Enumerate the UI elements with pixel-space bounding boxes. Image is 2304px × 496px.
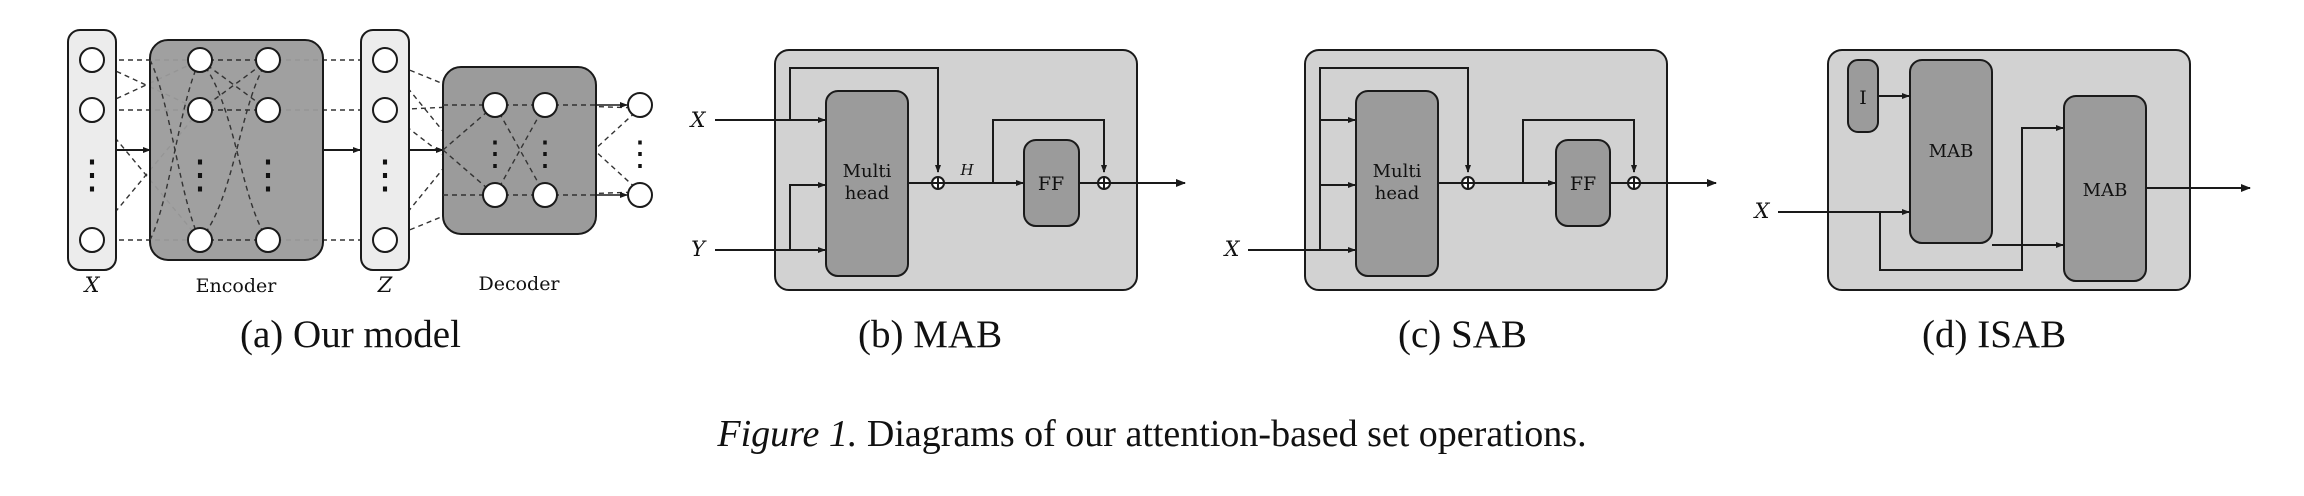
encoder-dots: ⋮ [180, 152, 220, 198]
diagram-canvas: ⋮ ⋮ ⋮ [67, 29, 2251, 297]
latent-node [372, 227, 398, 253]
encoder-block [149, 39, 324, 261]
inducing-label: I [1859, 87, 1867, 109]
input-node [79, 227, 105, 253]
ff-block [1555, 139, 1611, 227]
ff-label: FF [1038, 173, 1064, 195]
input-node [79, 97, 105, 123]
figure-caption: Figure 1. Diagrams of our attention-base… [0, 412, 2304, 456]
output-dots: ⋮ [623, 134, 657, 174]
input-x-label: X [689, 108, 707, 132]
decoder-label: Decoder [478, 273, 560, 295]
encoder-node [255, 47, 281, 73]
mab1-label: MAB [1929, 141, 1974, 162]
figure-caption-lead: Figure 1. [717, 413, 858, 455]
input-y-label: Y [691, 237, 707, 261]
encoder-node [255, 227, 281, 253]
decoder-block [442, 66, 597, 235]
ff-block [1023, 139, 1080, 227]
output-node [627, 182, 653, 208]
latent-dots: ⋮ [365, 152, 405, 198]
multihead-label: head [845, 183, 890, 204]
input-node [79, 47, 105, 73]
input-set-column [67, 29, 117, 271]
mab2-label: MAB [2083, 180, 2128, 201]
latent-node [372, 47, 398, 73]
mab-input-lines [715, 67, 941, 253]
input-x-label: X [1223, 237, 1241, 261]
decoder-dots: ⋮ [528, 134, 562, 174]
subcaption-d: (d) ISAB [1922, 313, 2067, 356]
multihead-label: Multi [843, 161, 892, 182]
isab-flow-lines [1778, 93, 2251, 271]
encoder-dots: ⋮ [248, 152, 288, 198]
decoder-node [532, 182, 558, 208]
sab-flow-lines [1438, 119, 1717, 190]
figure-caption-text: Diagrams of our attention-based set oper… [866, 413, 1587, 455]
input-x-label: X [1753, 199, 1771, 223]
latent-node [372, 97, 398, 123]
decoder-dots: ⋮ [478, 134, 512, 174]
latent-label: Z [377, 273, 393, 297]
h-label: H [959, 161, 974, 179]
encoder-node [187, 97, 213, 123]
subcaption-c: (c) SAB [1398, 313, 1527, 356]
encoder-label: Encoder [196, 275, 278, 297]
encoder-node [255, 97, 281, 123]
multihead-label: head [1375, 183, 1420, 204]
decoder-node [532, 92, 558, 118]
encoder-node [187, 227, 213, 253]
mab1-block [1909, 59, 1993, 244]
decoder-node [482, 92, 508, 118]
ff-label: FF [1570, 173, 1596, 195]
subcaption-b: (b) MAB [858, 313, 1003, 356]
mab-flow-lines [908, 119, 1186, 190]
decoder-node [482, 182, 508, 208]
input-label: X [83, 273, 101, 297]
sab-input-lines [1248, 67, 1471, 253]
output-node [627, 92, 653, 118]
panel-c-sab: X Multi head [1223, 49, 1717, 291]
input-dots: ⋮ [72, 152, 112, 198]
panel-d-isab: I MAB MAB X [1753, 49, 2251, 291]
latent-set-column [360, 29, 410, 271]
panel-a-our-model: ⋮ ⋮ ⋮ [67, 29, 657, 297]
panel-b-mab: X Y Multi head [689, 49, 1186, 291]
subcaption-a: (a) Our model [240, 313, 461, 356]
encoder-node [187, 47, 213, 73]
multihead-label: Multi [1373, 161, 1422, 182]
